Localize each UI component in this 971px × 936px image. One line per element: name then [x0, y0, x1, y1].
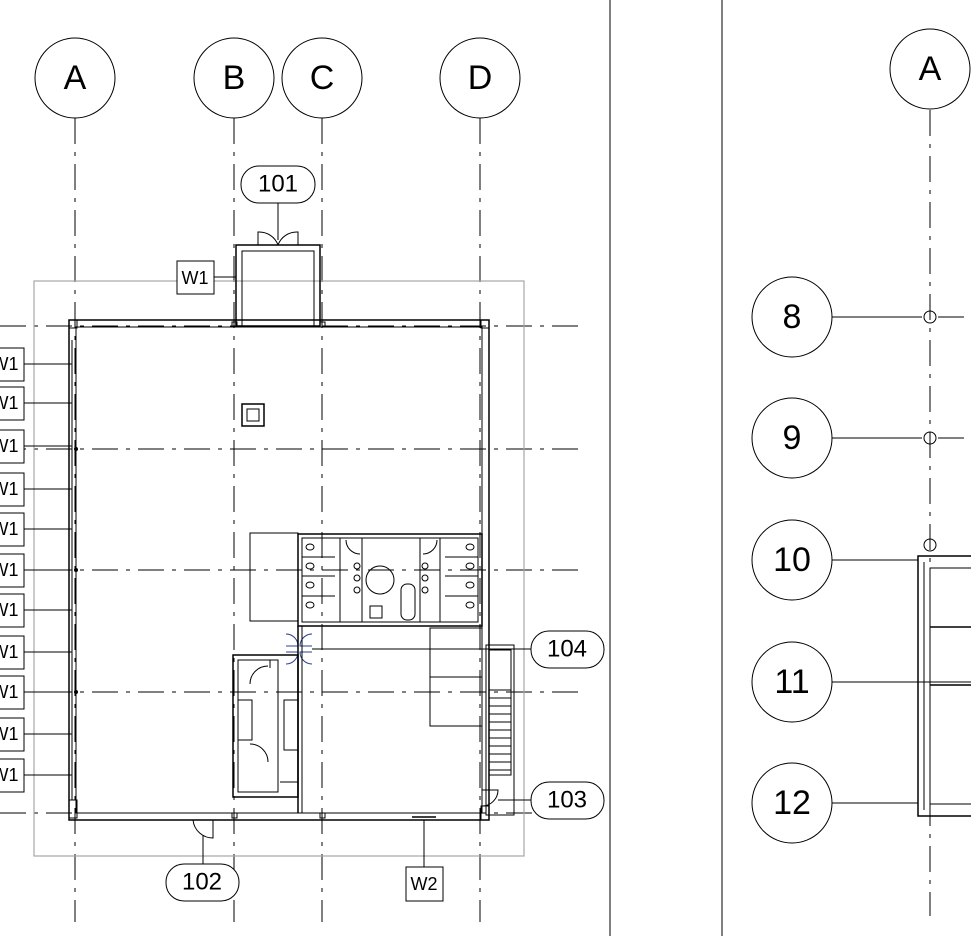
grid-bubble-8: 8	[751, 276, 833, 358]
svg-text:W1: W1	[0, 600, 19, 620]
door-101-swing	[257, 231, 299, 246]
grid-bubble-9: 9	[751, 397, 833, 479]
svg-text:W1: W1	[0, 642, 19, 662]
svg-text:W1: W1	[182, 268, 209, 288]
svg-text:B: B	[223, 59, 246, 97]
svg-text:D: D	[468, 59, 493, 97]
scope-box	[33, 280, 525, 857]
grid-bubble-a: A	[889, 28, 971, 110]
svg-text:W1: W1	[0, 354, 19, 374]
door-104-swing	[285, 633, 313, 665]
window-tag-w1: W1	[0, 758, 72, 793]
grid-bubble-a: A	[34, 37, 116, 119]
door-102-swing	[192, 819, 214, 839]
door-tag-101: 101	[240, 165, 316, 240]
grid-bubble-c: C	[281, 37, 363, 119]
window-tag-w1: W1	[0, 386, 72, 421]
door-tag-103: 103	[498, 781, 605, 820]
window-tag-w1: W1	[0, 635, 72, 670]
svg-text:W1: W1	[0, 436, 19, 456]
restroom-block	[249, 532, 483, 627]
svg-text:A: A	[64, 59, 87, 97]
grid-bubble-12: 12	[751, 762, 833, 844]
svg-text:W1: W1	[0, 560, 19, 580]
service-room	[232, 654, 299, 798]
stair	[485, 644, 515, 816]
svg-text:W1: W1	[0, 724, 19, 744]
column	[241, 403, 265, 427]
door-tag-104: 104	[312, 630, 605, 669]
svg-text:10: 10	[773, 541, 811, 579]
svg-text:C: C	[310, 59, 335, 97]
svg-text:11: 11	[774, 663, 809, 701]
svg-text:101: 101	[258, 171, 298, 198]
svg-text:W1: W1	[0, 765, 19, 785]
svg-text:W1: W1	[0, 519, 19, 539]
grid-bubble-b: B	[193, 37, 275, 119]
grid-bubble-10: 10	[751, 519, 833, 601]
svg-text:W1: W1	[0, 479, 19, 499]
svg-text:W1: W1	[0, 682, 19, 702]
svg-text:9: 9	[783, 419, 802, 457]
window-tag-w1: W1	[0, 717, 72, 752]
window-tag-w1: W1	[0, 429, 72, 464]
svg-text:102: 102	[182, 869, 222, 896]
svg-text:W1: W1	[0, 393, 19, 413]
window-tag-w1-top: W1	[176, 260, 236, 295]
svg-text:W2: W2	[411, 874, 438, 894]
right-plan: A 8 9 10 11 12	[751, 28, 971, 916]
svg-text:103: 103	[547, 787, 587, 814]
svg-text:A: A	[919, 50, 942, 88]
window-tag-w1: W1	[0, 512, 72, 547]
window-tag-w1: W1	[0, 593, 72, 628]
door-tag-102: 102	[165, 835, 240, 902]
building-edge	[917, 555, 971, 817]
window-tag-w1: W1	[0, 472, 72, 507]
svg-text:12: 12	[773, 784, 811, 822]
window-tag-w2: W2	[405, 820, 444, 902]
grid-bubble-d: D	[439, 37, 521, 119]
svg-text:104: 104	[547, 636, 587, 663]
left-plan: A B C D 101 104 103	[0, 37, 605, 922]
grid-bubble-11: 11	[751, 641, 833, 723]
window-tag-w1: W1	[0, 553, 72, 588]
door-103-swing	[481, 789, 499, 807]
window-tag-w1: W1	[0, 347, 72, 382]
vestibule	[235, 244, 321, 327]
window-tag-w1: W1	[0, 675, 72, 710]
svg-text:8: 8	[783, 298, 802, 336]
